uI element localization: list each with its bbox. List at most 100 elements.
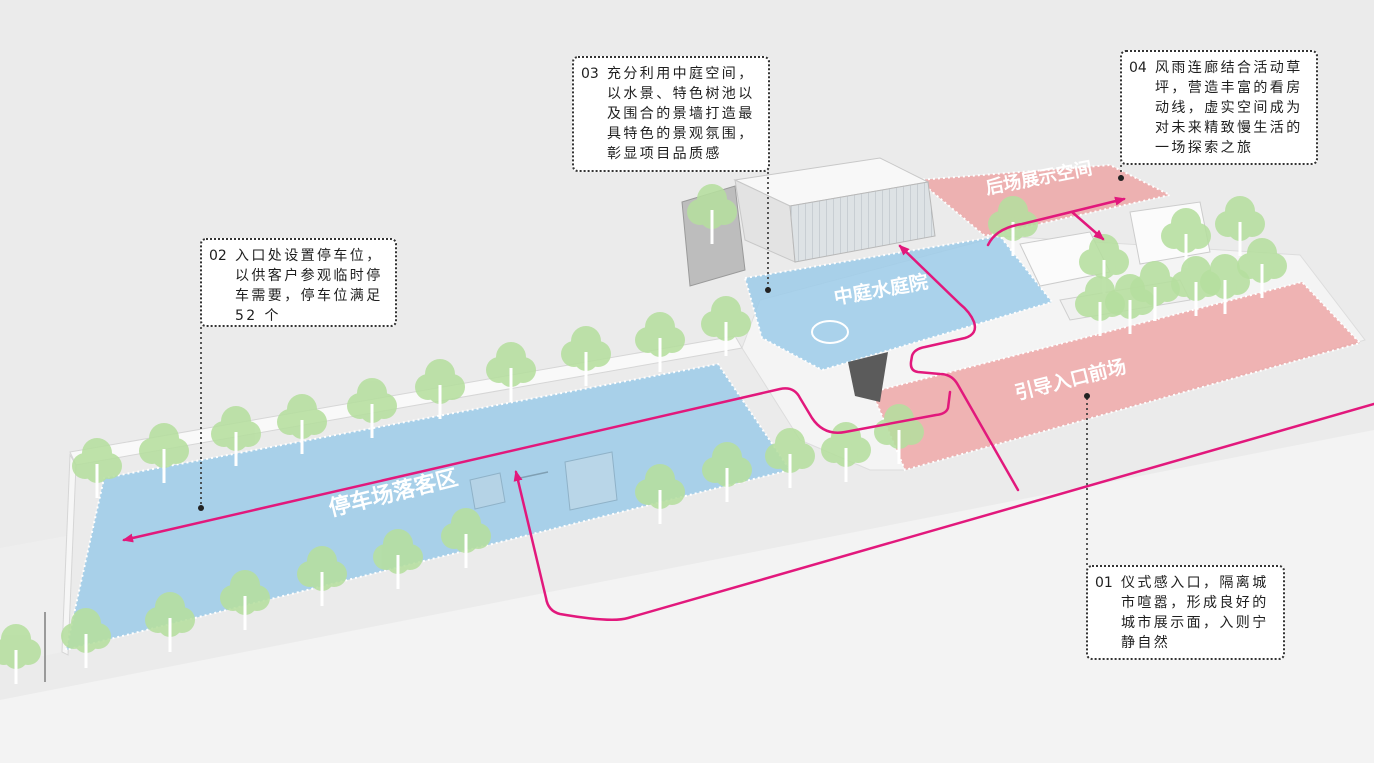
tree-canopy — [1079, 234, 1129, 279]
callout-line: 静自然 — [1121, 635, 1171, 651]
trees-layer — [0, 184, 1287, 684]
leader-dot-02 — [198, 505, 204, 511]
callout-line: 具特色的景观氛围， — [607, 126, 755, 142]
tree — [441, 508, 491, 568]
callout-line: 以水景、特色树池以 — [607, 86, 755, 102]
tree — [1215, 196, 1265, 256]
callout-number: 01 — [1095, 575, 1113, 591]
tree — [373, 529, 423, 589]
callout-line: 动线，虚实空间成为 — [1155, 100, 1303, 116]
tree-canopy-lobe — [496, 342, 526, 372]
tree-canopy-lobe — [1247, 238, 1277, 268]
tree — [139, 423, 189, 483]
tree — [687, 184, 737, 244]
parking-marking — [519, 471, 549, 479]
leader-dot-03 — [765, 287, 771, 293]
callout-number: 03 — [581, 66, 599, 82]
route-to-courtyard — [898, 244, 1020, 492]
tree-canopy-lobe — [571, 326, 601, 356]
tree-canopy — [701, 296, 751, 341]
circulation-routes — [122, 196, 1374, 622]
callout-text: 风雨连廊结合活动草 坪，营造丰富的看房 动线，虚实空间成为 对未来精致慢生活的 … — [1155, 58, 1303, 158]
tree — [297, 546, 347, 606]
tree-canopy-lobe — [645, 464, 675, 494]
callout-line: 入口处设置停车位， — [235, 248, 383, 264]
entrance-forecourt-zone — [870, 280, 1362, 472]
tree-canopy-lobe — [1085, 276, 1115, 306]
tree-canopy — [635, 464, 685, 509]
tree-canopy — [687, 184, 737, 229]
tree-canopy-lobe — [884, 404, 914, 434]
tree-canopy — [139, 423, 189, 468]
rear-display-zone — [915, 163, 1173, 238]
tree-canopy-lobe — [230, 570, 260, 600]
callout-line: 52 个 — [235, 308, 281, 324]
tree-canopy-lobe — [287, 394, 317, 424]
callout-text: 仪式感入口，隔离城 市喧嚣，形成良好的 城市展示面，入则宁 静自然 — [1121, 573, 1269, 653]
tree — [486, 342, 536, 402]
callout-number: 04 — [1129, 60, 1147, 76]
tree — [635, 312, 685, 372]
tree-canopy-lobe — [1225, 196, 1255, 226]
tree — [561, 326, 611, 386]
leader-dot-04 — [1118, 175, 1124, 181]
route-to-pavilion — [1070, 210, 1105, 241]
tree-canopy — [765, 428, 815, 473]
callout-02: 02 入口处设置停车位， 以供客户参观临时停 车需要，停车位满足 52 个 — [200, 238, 397, 327]
main-building-glass-facade — [789, 181, 936, 263]
callout-line: 坪，营造丰富的看房 — [1155, 80, 1303, 96]
street — [0, 430, 1374, 763]
callout-line: 一场探索之旅 — [1155, 140, 1254, 156]
entrance-wall-feature — [848, 352, 888, 402]
tree-canopy-lobe — [82, 438, 112, 468]
tree — [1161, 208, 1211, 268]
route-street-entry — [513, 402, 1374, 622]
tree-canopy-lobe — [1210, 254, 1240, 284]
callout-line: 及围合的景墙打造最 — [607, 106, 755, 122]
callout-line: 车需要，停车位满足 — [235, 288, 383, 304]
tree-canopy-lobe — [1171, 208, 1201, 238]
tree — [145, 592, 195, 652]
tree — [765, 428, 815, 488]
tree-canopy-lobe — [221, 406, 251, 436]
leader-dot-01 — [1084, 393, 1090, 399]
tree-canopy-lobe — [149, 423, 179, 453]
callout-line: 风雨连廊结合活动草 — [1155, 60, 1303, 76]
tree-canopy — [486, 342, 536, 387]
tree-canopy — [347, 378, 397, 423]
tree-canopy-lobe — [307, 546, 337, 576]
callout-line: 充分利用中庭空间， — [607, 66, 755, 82]
callout-01: 01 仪式感入口，隔离城 市喧嚣，形成良好的 城市展示面，入则宁 静自然 — [1086, 565, 1285, 660]
tree-canopy — [0, 624, 41, 669]
tree — [277, 394, 327, 454]
callout-line: 仪式感入口，隔离城 — [1121, 575, 1269, 591]
tree-canopy-lobe — [425, 359, 455, 389]
tree-canopy-lobe — [1, 624, 31, 654]
callout-04: 04 风雨连廊结合活动草 坪，营造丰富的看房 动线，虚实空间成为 对未来精致慢生… — [1120, 50, 1318, 165]
tree-canopy-lobe — [451, 508, 481, 538]
tree — [1075, 276, 1125, 336]
tree — [72, 438, 122, 498]
tree — [220, 570, 270, 630]
tree-canopy — [441, 508, 491, 553]
callout-number: 02 — [209, 248, 227, 264]
tree-canopy — [373, 529, 423, 574]
tree — [415, 359, 465, 419]
tree-canopy-lobe — [712, 442, 742, 472]
tree — [988, 196, 1038, 256]
tree — [1130, 261, 1180, 321]
tree-canopy — [61, 608, 111, 653]
callout-03: 03 充分利用中庭空间， 以水景、特色树池以 及围合的景墙打造最 具特色的景观氛… — [572, 56, 770, 172]
tree-canopy-lobe — [383, 529, 413, 559]
tree — [702, 442, 752, 502]
tree-canopy — [1215, 196, 1265, 241]
tree — [821, 422, 871, 482]
tree-canopy-lobe — [71, 608, 101, 638]
tree — [347, 378, 397, 438]
tree-canopy — [821, 422, 871, 467]
tree-canopy — [702, 442, 752, 487]
tree — [0, 624, 41, 684]
tree — [1079, 234, 1129, 294]
tree-canopy-lobe — [711, 296, 741, 326]
feature-tree-pool — [811, 320, 849, 344]
